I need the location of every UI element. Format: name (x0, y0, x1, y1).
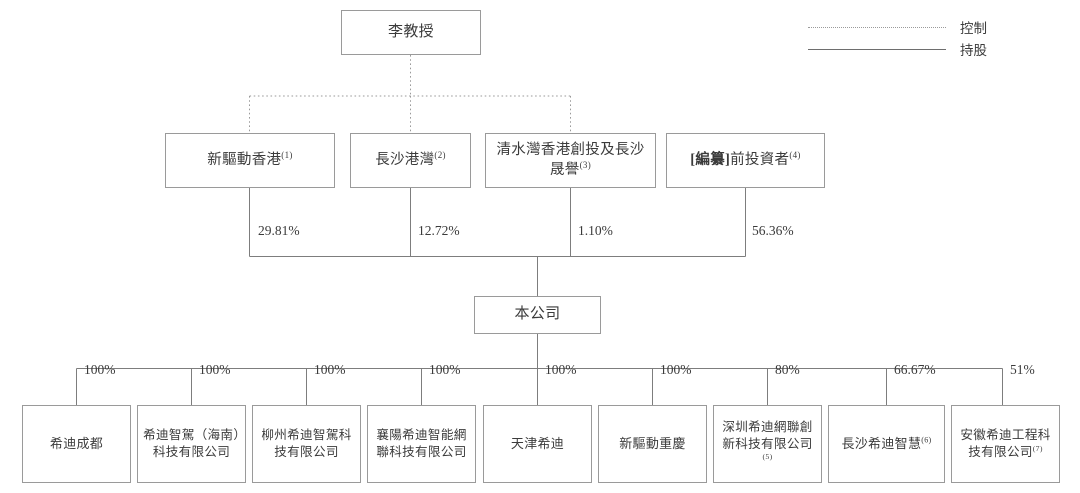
node-subsidiary-8-label: 長沙希迪智慧(6) (841, 436, 932, 452)
percent-subsidiary-9: 51% (1010, 362, 1035, 377)
node-shareholder-2[interactable]: 長沙港灣(2) (350, 133, 471, 188)
percent-subsidiary-3: 100% (314, 362, 346, 377)
percent-subsidiary-5: 100% (545, 362, 577, 377)
node-subsidiary-2-label: 希迪智駕（海南）科技有限公司 (143, 428, 240, 459)
node-subsidiary-8[interactable]: 長沙希迪智慧(6) (828, 405, 945, 483)
percent-subsidiary-6: 100% (660, 362, 692, 377)
legend-label-shareholding: 持股 (960, 43, 987, 58)
percent-subsidiary-2: 100% (199, 362, 231, 377)
legend: 控制 持股 (808, 16, 987, 60)
node-shareholder-3-label: 清水灣香港創投及長沙晟譽(3) (496, 142, 645, 178)
node-subsidiary-5-label: 天津希迪 (510, 436, 565, 452)
node-subsidiary-7[interactable]: 深圳希迪網聯創新科技有限公司(5) (713, 405, 822, 483)
legend-label-control: 控制 (960, 21, 987, 36)
node-subsidiary-7-label: 深圳希迪網聯創新科技有限公司(5) (722, 420, 813, 462)
node-shareholder-1-label: 新驅動香港(1) (207, 150, 293, 168)
solid-line-icon (808, 48, 946, 50)
dotted-line-icon (808, 26, 946, 28)
legend-row-shareholding: 持股 (808, 38, 987, 60)
node-subsidiary-6-label: 新驅動重慶 (619, 436, 686, 452)
node-subsidiary-4[interactable]: 襄陽希迪智能網聯科技有限公司 (367, 405, 476, 483)
node-subsidiary-4-label: 襄陽希迪智能網聯科技有限公司 (376, 428, 467, 459)
node-shareholder-4-label: [編纂]前投資者(4) (690, 150, 801, 168)
node-shareholder-2-label: 長沙港灣(2) (375, 150, 446, 168)
node-subsidiary-1-label: 希迪成都 (49, 436, 104, 452)
node-subsidiary-9-label: 安徽希迪工程科技有限公司(7) (960, 428, 1051, 459)
legend-row-control: 控制 (808, 16, 987, 38)
node-shareholder-1[interactable]: 新驅動香港(1) (165, 133, 335, 188)
node-shareholder-4[interactable]: [編纂]前投資者(4) (666, 133, 825, 188)
node-subsidiary-5[interactable]: 天津希迪 (483, 405, 592, 483)
percent-shareholder-3: 1.10% (578, 223, 613, 238)
node-subsidiary-2[interactable]: 希迪智駕（海南）科技有限公司 (137, 405, 246, 483)
node-company[interactable]: 本公司 (474, 296, 601, 334)
percent-subsidiary-1: 100% (84, 362, 116, 377)
percent-subsidiary-7: 80% (775, 362, 800, 377)
percent-shareholder-1: 29.81% (258, 223, 300, 238)
percent-shareholder-4: 56.36% (752, 223, 794, 238)
node-company-label: 本公司 (514, 306, 561, 323)
node-subsidiary-6[interactable]: 新驅動重慶 (598, 405, 707, 483)
node-controller-label: 李教授 (388, 23, 434, 40)
node-shareholder-3[interactable]: 清水灣香港創投及長沙晟譽(3) (485, 133, 656, 188)
percent-subsidiary-4: 100% (429, 362, 461, 377)
node-subsidiary-9[interactable]: 安徽希迪工程科技有限公司(7) (951, 405, 1060, 483)
node-subsidiary-3[interactable]: 柳州希迪智駕科技有限公司 (252, 405, 361, 483)
node-controller[interactable]: 李教授 (341, 10, 481, 55)
node-subsidiary-1[interactable]: 希迪成都 (22, 405, 131, 483)
node-subsidiary-3-label: 柳州希迪智駕科技有限公司 (261, 428, 352, 459)
percent-shareholder-2: 12.72% (418, 223, 460, 238)
percent-subsidiary-8: 66.67% (894, 362, 936, 377)
